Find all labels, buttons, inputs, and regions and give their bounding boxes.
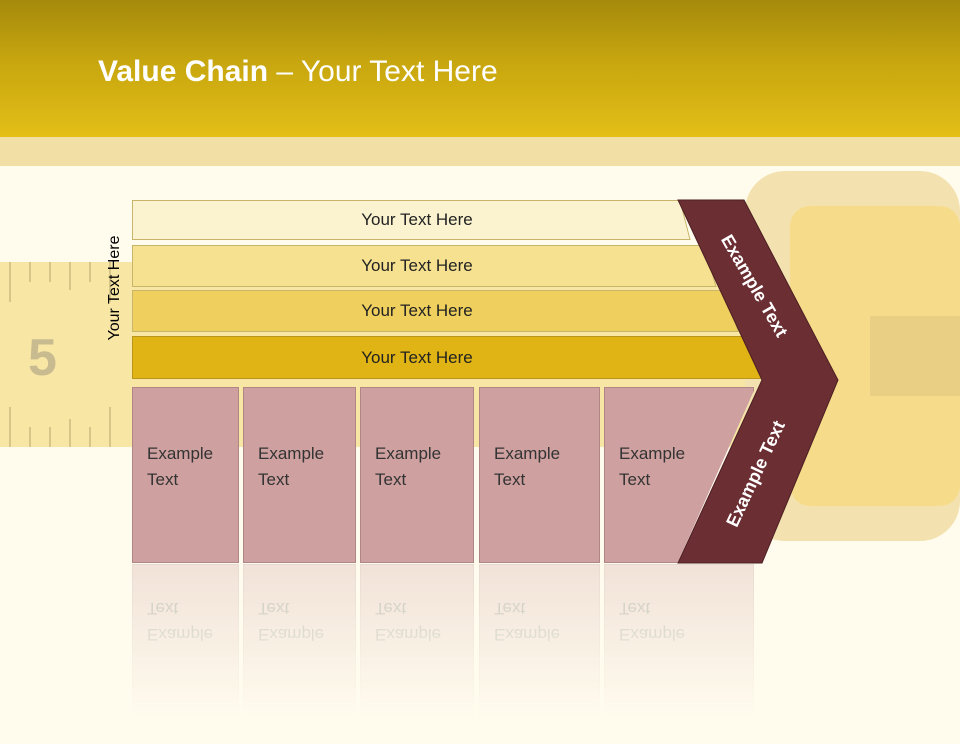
primary-cell-1-line1: Example [147,444,214,463]
support-bar-4-label: Your Text Here [361,347,473,367]
primary-cell-4-line1: Example [494,444,561,463]
title-banner [0,0,960,137]
primary-cell-2-line1: Example [258,444,325,463]
support-bar-2-label: Your Text Here [361,256,473,275]
support-bar-3-label: Your Text Here [361,301,473,320]
primary-cell-4-line2: Text [494,470,526,489]
title-rest: – Your Text Here [268,55,498,88]
support-bar-4: Your Text Here [132,336,764,379]
title-bold: Value Chain [98,55,269,88]
primary-cell-3-line1: Example [375,444,442,463]
tape-number: 5 [28,329,57,387]
support-bar-1: Your Text Here [132,200,702,240]
primary-cell-5-line2: Text [619,470,651,489]
support-bar-1-label: Your Text Here [361,210,473,229]
primary-cell-3-line2: Text [375,470,407,489]
margin-chevron [677,199,839,564]
title-band [0,137,960,166]
primary-cell-5-line1: Example [619,444,686,463]
primary-cell-1-line2: Text [147,470,179,489]
primary-cell-2-line2: Text [258,470,290,489]
page-title: Value Chain – Your Text Here [98,55,498,89]
support-bar-2: Your Text Here [132,245,722,287]
support-bar-3: Your Text Here [132,290,742,332]
